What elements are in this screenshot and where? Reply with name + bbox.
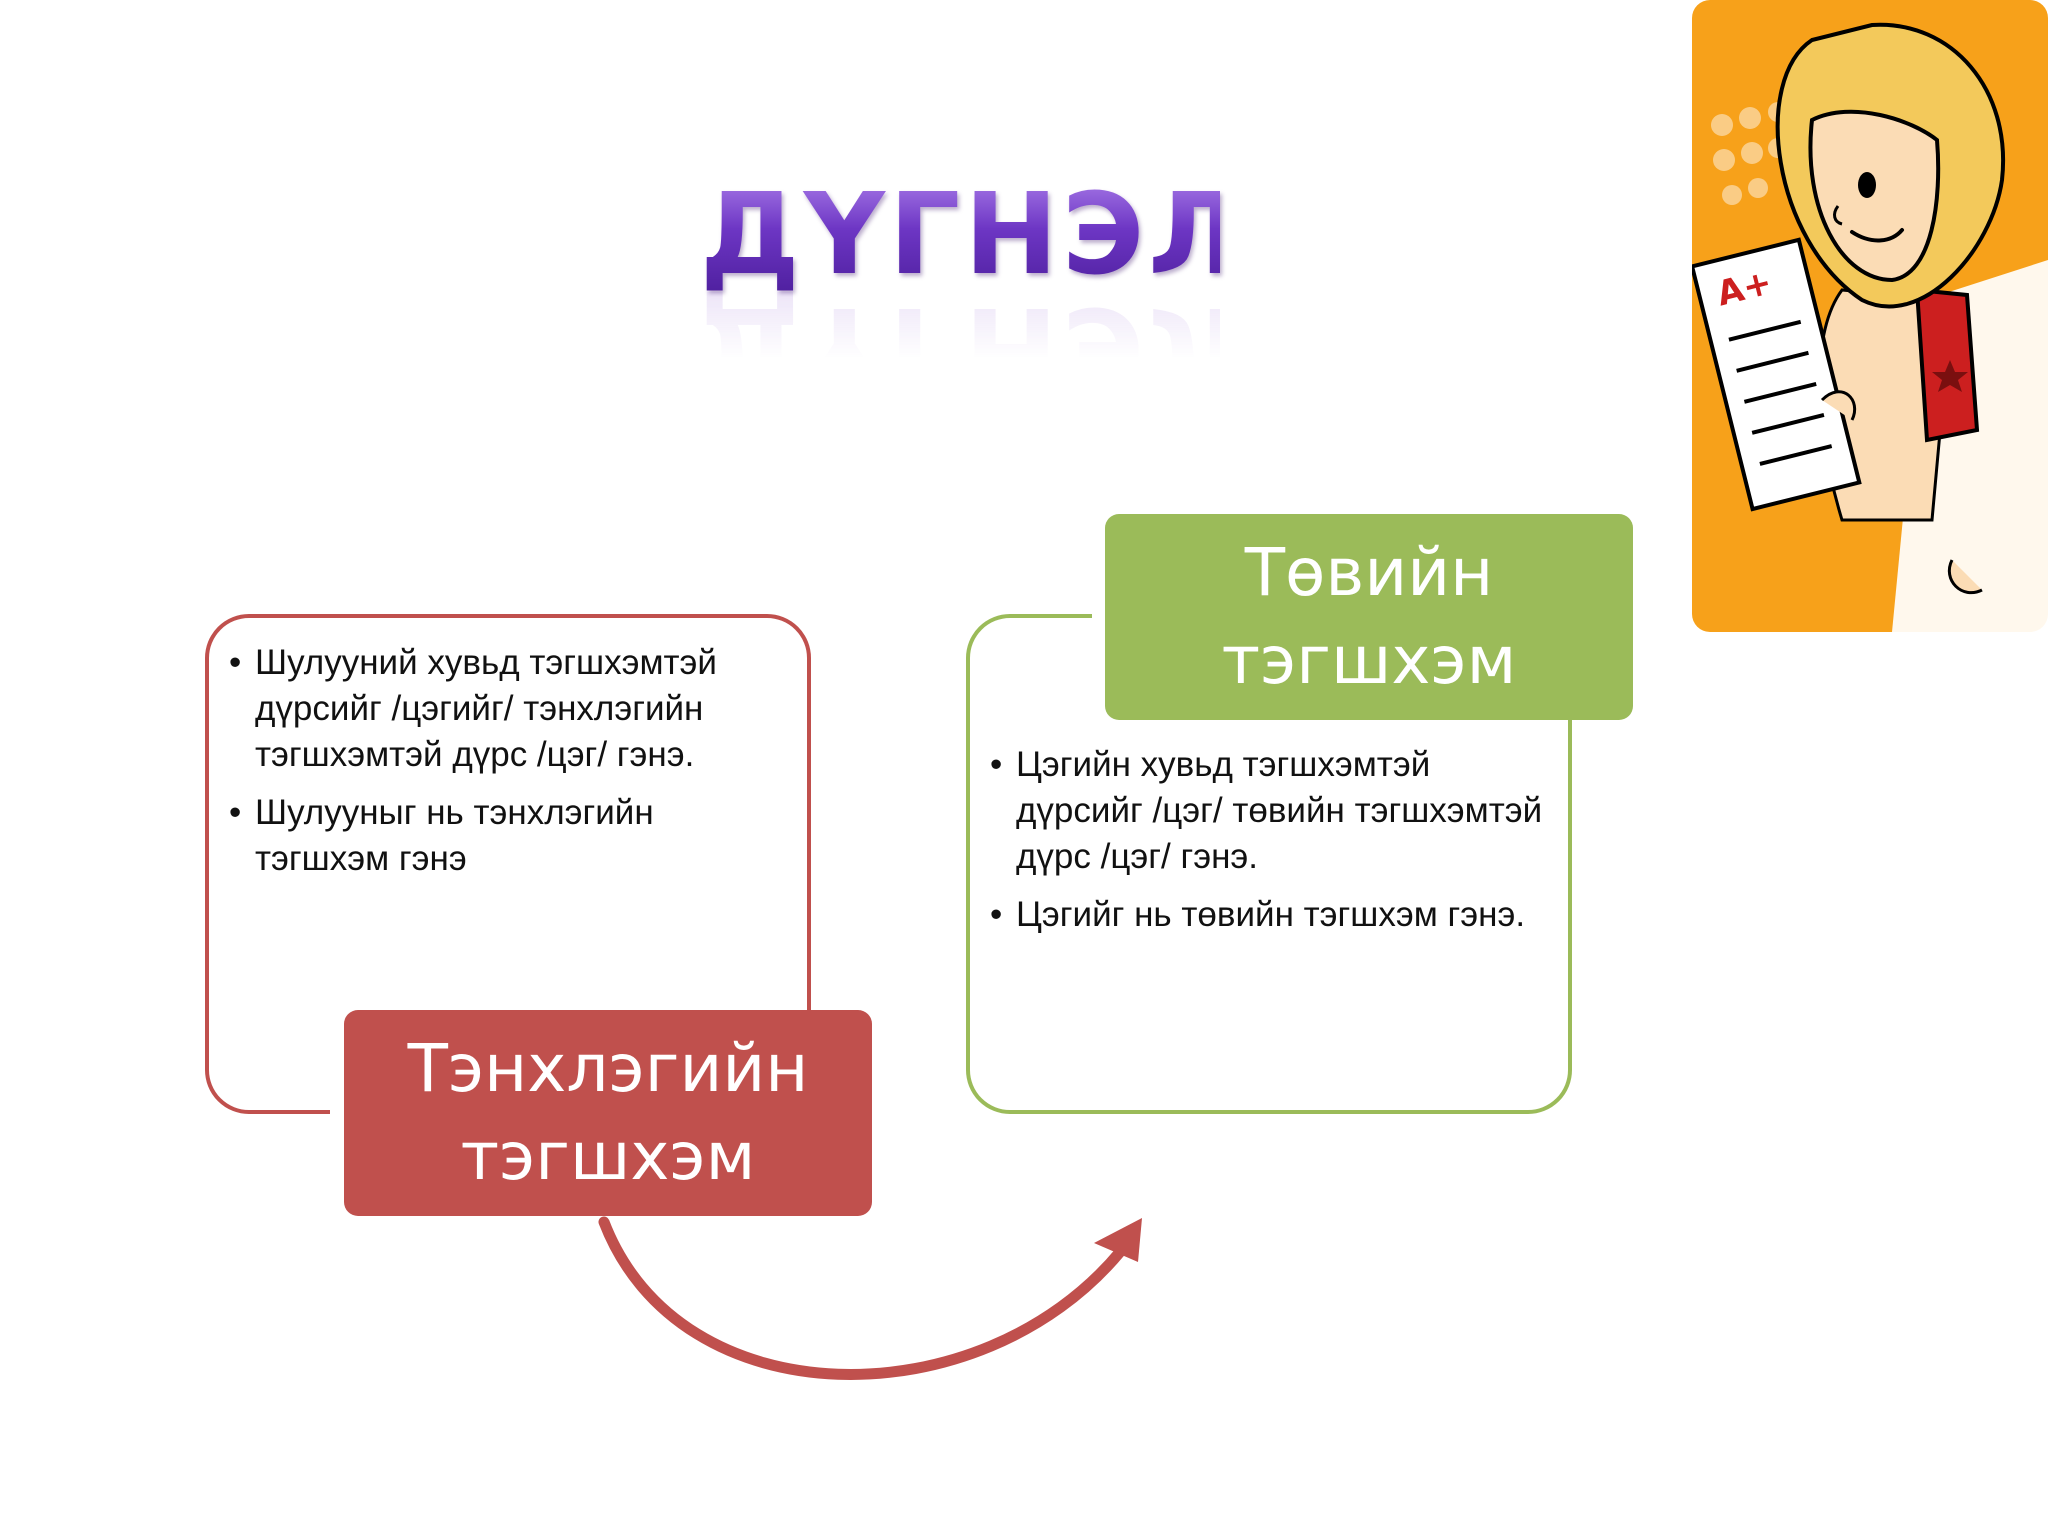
slide-title: ДҮГНЭЛТ (700, 170, 1326, 300)
bullet-icon: • (229, 793, 242, 832)
bullet-icon: • (229, 643, 242, 682)
list-item-text: Цэгийг нь төвийн тэгшхэм гэнэ. (1016, 895, 1526, 934)
list-item-text: Цэгийн хувьд тэгшхэмтэй дүрсийг /цэг/ тө… (1016, 745, 1543, 876)
list-item: • Цэгийг нь төвийн тэгшхэм гэнэ. (990, 892, 1550, 938)
bullet-icon: • (990, 895, 1003, 934)
teacher-with-graded-paper-icon: A+ (1692, 0, 2048, 632)
list-item: • Шулууний хувьд тэгшхэмтэй дүрсийг /цэг… (229, 640, 789, 778)
bullet-icon: • (990, 745, 1003, 784)
title-block: ДҮГНЭЛТ ДҮГНЭЛТ (700, 170, 1326, 412)
list-item-text: Шулууний хувьд тэгшхэмтэй дүрсийг /цэгий… (255, 643, 717, 774)
left-bullet-list: • Шулууний хувьд тэгшхэмтэй дүрсийг /цэг… (229, 640, 789, 894)
list-item: • Цэгийн хувьд тэгшхэмтэй дүрсийг /цэг/ … (990, 742, 1550, 880)
left-panel: • Шулууний хувьд тэгшхэмтэй дүрсийг /цэг… (205, 614, 811, 1114)
right-bullet-list: • Цэгийн хувьд тэгшхэмтэй дүрсийг /цэг/ … (990, 742, 1550, 950)
list-item-text: Шулууныг нь тэнхлэгийн тэгшхэм гэнэ (255, 793, 654, 878)
list-item: • Шулууныг нь тэнхлэгийн тэгшхэм гэнэ (229, 790, 789, 882)
axial-symmetry-label: Тэнхлэгийн тэгшхэм (344, 1010, 872, 1216)
central-symmetry-label: Төвийн тэгшхэм (1105, 514, 1633, 720)
